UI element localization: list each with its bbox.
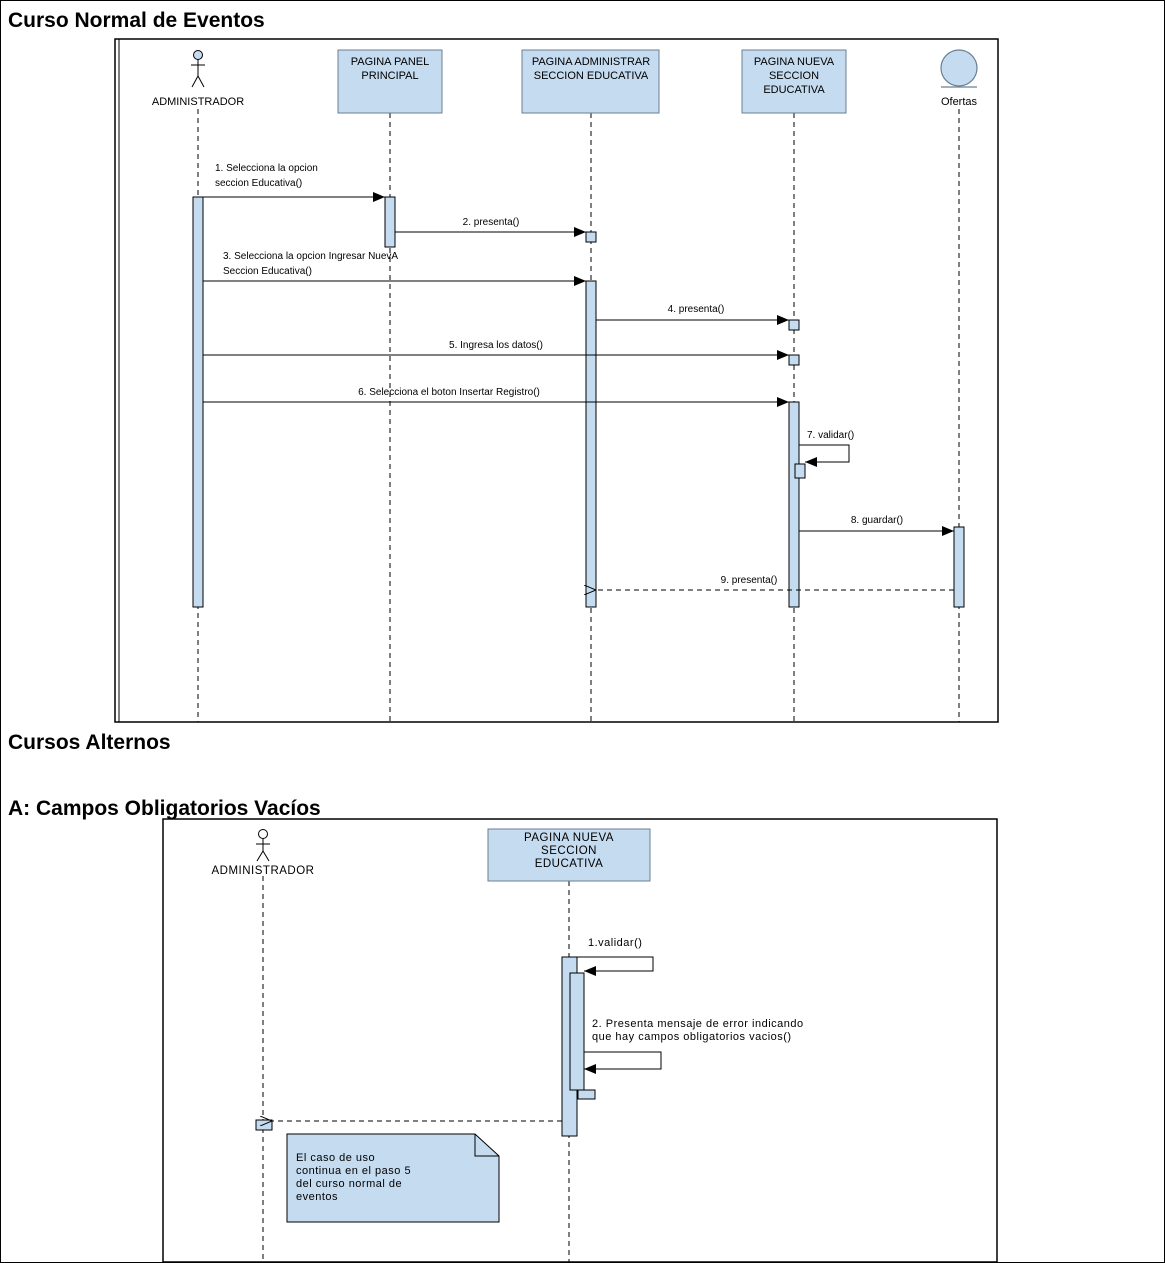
lifeline-panel-label-1: PAGINA PANEL bbox=[351, 56, 429, 68]
activation-panel bbox=[384, 196, 396, 248]
message-1-label-1: 1. Selecciona la opcion bbox=[215, 163, 318, 174]
activation-ofertas bbox=[953, 526, 965, 608]
lifeline-admin-label-1: PAGINA ADMINISTRAR bbox=[532, 56, 650, 68]
note-line-3: del curso normal de bbox=[296, 1178, 402, 1190]
alt-activation-administrador bbox=[255, 1119, 273, 1131]
diagram-alt-frame bbox=[162, 818, 998, 1262]
alt-message-1-label: 1.validar() bbox=[588, 937, 642, 949]
entity-ofertas-label: Ofertas bbox=[941, 96, 978, 108]
message-3-label-2: Seccion Educativa() bbox=[223, 266, 312, 277]
alt-activation-nueva-inner bbox=[569, 972, 585, 1091]
heading-alt-a: A: Campos Obligatorios Vacíos bbox=[8, 797, 321, 820]
note-box bbox=[286, 1133, 500, 1223]
message-4-label: 4. presenta() bbox=[668, 304, 725, 315]
entity-circle-icon bbox=[940, 49, 978, 88]
diagram-main-frame bbox=[114, 38, 999, 723]
message-9-label: 9. presenta() bbox=[721, 575, 778, 586]
actor-stick-figure-icon bbox=[191, 50, 205, 88]
message-2-label: 2. presenta() bbox=[463, 217, 520, 228]
lifeline-admin-label-2: SECCION EDUCATIVA bbox=[534, 70, 649, 82]
heading-normal-course: Curso Normal de Eventos bbox=[8, 9, 265, 32]
alt-lifeline-label-1: PAGINA NUEVA bbox=[524, 832, 614, 844]
alt-message-1-arrow bbox=[577, 956, 654, 976]
lifeline-nueva-label-2: SECCION bbox=[769, 70, 819, 82]
activation-nueva-small-1 bbox=[788, 319, 800, 331]
lifeline-nueva-label-1: PAGINA NUEVA bbox=[754, 56, 835, 68]
note-line-1: El caso de uso bbox=[296, 1152, 375, 1164]
heading-alternate-courses: Cursos Alternos bbox=[8, 731, 171, 754]
note-line-2: continua en el paso 5 bbox=[296, 1165, 411, 1177]
alt-message-2-label-2: que hay campos obligatorios vacios() bbox=[592, 1031, 792, 1043]
alt-activation-nueva-self bbox=[577, 1089, 596, 1100]
alt-actor-label: ADMINISTRADOR bbox=[212, 865, 315, 877]
note-line-4: eventos bbox=[296, 1191, 338, 1203]
message-8-label: 8. guardar() bbox=[851, 515, 903, 526]
actor-label-main: ADMINISTRADOR bbox=[152, 96, 244, 108]
activation-nueva-self bbox=[794, 463, 806, 479]
alt-message-2-arrow bbox=[584, 1051, 662, 1074]
activation-nueva-small-2 bbox=[788, 354, 800, 366]
lifeline-panel-label-2: PRINCIPAL bbox=[361, 70, 418, 82]
lifeline-box-panel bbox=[337, 49, 443, 114]
activation-administrador bbox=[192, 196, 204, 608]
message-5-label: 5. Ingresa los datos() bbox=[449, 340, 543, 351]
activation-nueva bbox=[788, 401, 800, 608]
message-7-label: 7. validar() bbox=[807, 430, 854, 441]
message-1-label-2: seccion Educativa() bbox=[215, 178, 302, 189]
lifeline-box-admin bbox=[521, 49, 660, 114]
message-6-label: 6. Selecciona el boton Insertar Registro… bbox=[358, 387, 540, 398]
message-3-label-1: 3. Selecciona la opcion Ingresar NuevA bbox=[223, 251, 398, 262]
lifeline-box-nueva bbox=[741, 49, 847, 114]
activation-admin-small bbox=[585, 231, 597, 243]
lifeline-nueva-label-3: EDUCATIVA bbox=[763, 84, 825, 96]
alt-lifeline-label-2: SECCION bbox=[541, 845, 597, 857]
alt-lifeline-label-3: EDUCATIVA bbox=[535, 858, 604, 870]
actor-stick-figure-icon bbox=[256, 829, 270, 862]
alt-message-2-label-1: 2. Presenta mensaje de error indicando bbox=[592, 1018, 804, 1030]
message-7-arrow bbox=[799, 444, 850, 467]
alt-lifeline-box-nueva bbox=[487, 828, 651, 882]
activation-admin bbox=[585, 280, 597, 608]
